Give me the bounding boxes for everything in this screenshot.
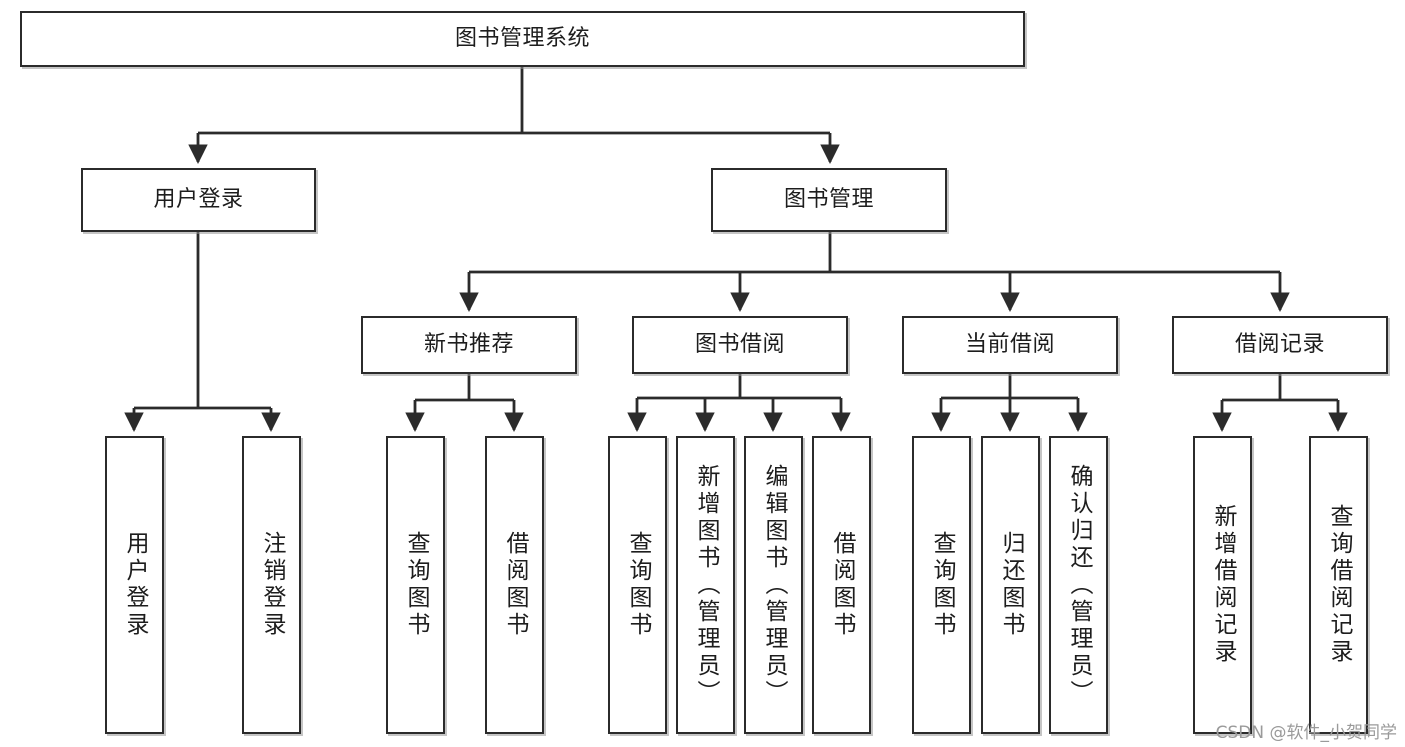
- node-leaf-return-book-label: 归还图书: [998, 531, 1024, 639]
- node-leaf-query-book-3[interactable]: 查询图书: [912, 436, 971, 734]
- node-book-borrow[interactable]: 图书借阅: [632, 316, 848, 374]
- node-user-login-label: 用户登录: [153, 187, 244, 213]
- node-leaf-logout-label: 注销登录: [259, 531, 285, 639]
- node-book-borrow-label: 图书借阅: [694, 332, 785, 358]
- node-leaf-confirm-return[interactable]: 确认归还（管理员）: [1049, 436, 1108, 734]
- node-leaf-add-record-label: 新增借阅记录: [1210, 504, 1236, 666]
- node-leaf-borrow-book-1-label: 借阅图书: [502, 531, 528, 639]
- node-leaf-query-book-1-label: 查询图书: [403, 531, 429, 639]
- node-root-label: 图书管理系统: [454, 26, 590, 52]
- node-leaf-logout[interactable]: 注销登录: [242, 436, 301, 734]
- node-book-management-label: 图书管理: [783, 187, 874, 213]
- node-leaf-query-book-2-label: 查询图书: [625, 531, 651, 639]
- node-new-book-recommend[interactable]: 新书推荐: [361, 316, 577, 374]
- node-leaf-user-login-label: 用户登录: [122, 531, 148, 639]
- node-borrow-record[interactable]: 借阅记录: [1172, 316, 1388, 374]
- node-leaf-edit-book-label: 编辑图书（管理员）: [761, 463, 787, 707]
- node-book-management[interactable]: 图书管理: [711, 168, 947, 232]
- node-leaf-return-book[interactable]: 归还图书: [981, 436, 1040, 734]
- node-leaf-user-login[interactable]: 用户登录: [105, 436, 164, 734]
- node-leaf-query-book-1[interactable]: 查询图书: [386, 436, 445, 734]
- node-leaf-edit-book[interactable]: 编辑图书（管理员）: [744, 436, 803, 734]
- node-leaf-add-record[interactable]: 新增借阅记录: [1193, 436, 1252, 734]
- node-current-borrow[interactable]: 当前借阅: [902, 316, 1118, 374]
- csdn-watermark: CSDN @软件_小贺同学: [1215, 723, 1397, 743]
- node-leaf-add-book-label: 新增图书（管理员）: [693, 463, 719, 707]
- node-leaf-add-book[interactable]: 新增图书（管理员）: [676, 436, 735, 734]
- node-new-book-recommend-label: 新书推荐: [423, 332, 514, 358]
- node-leaf-borrow-book-1[interactable]: 借阅图书: [485, 436, 544, 734]
- node-current-borrow-label: 当前借阅: [964, 332, 1055, 358]
- node-leaf-borrow-book-2-label: 借阅图书: [829, 531, 855, 639]
- node-root[interactable]: 图书管理系统: [20, 11, 1025, 67]
- node-leaf-borrow-book-2[interactable]: 借阅图书: [812, 436, 871, 734]
- node-leaf-query-book-2[interactable]: 查询图书: [608, 436, 667, 734]
- node-leaf-query-record[interactable]: 查询借阅记录: [1309, 436, 1368, 734]
- node-leaf-query-record-label: 查询借阅记录: [1326, 504, 1352, 666]
- node-user-login[interactable]: 用户登录: [81, 168, 316, 232]
- node-leaf-confirm-return-label: 确认归还（管理员）: [1066, 463, 1092, 707]
- node-borrow-record-label: 借阅记录: [1234, 332, 1325, 358]
- node-leaf-query-book-3-label: 查询图书: [929, 531, 955, 639]
